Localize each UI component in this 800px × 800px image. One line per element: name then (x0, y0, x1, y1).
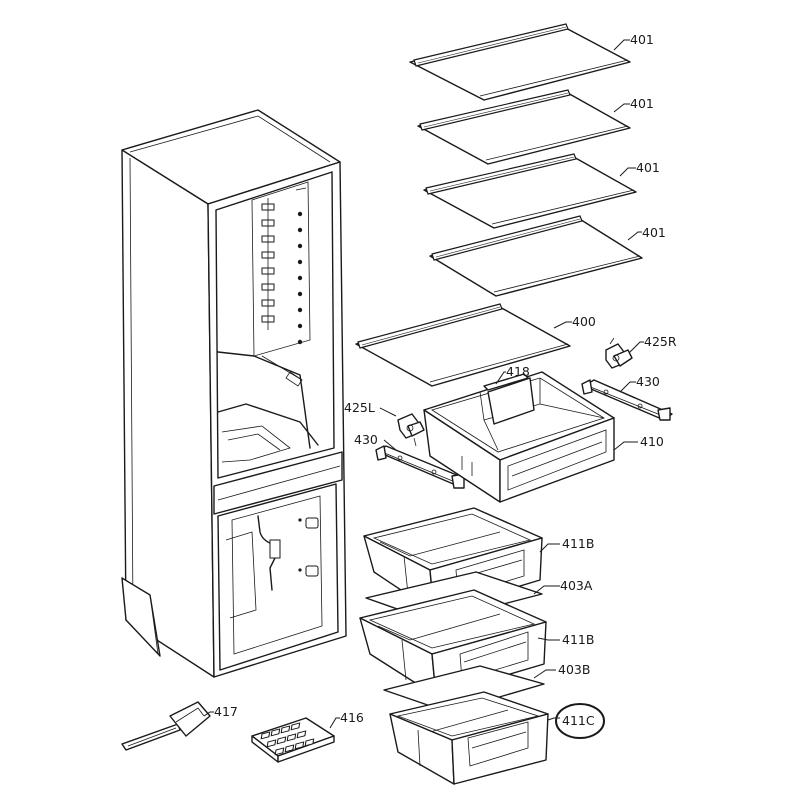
glass-shelf-401c (423, 153, 637, 229)
label-425L: 425L (344, 400, 375, 415)
label-411C: 411C (562, 713, 595, 728)
glass-shelf-401b (417, 89, 631, 165)
label-401a: 401 (630, 32, 654, 47)
crisper-box-410 (423, 371, 615, 503)
highlight-ellipse (555, 703, 605, 739)
shelf-rails (261, 187, 307, 345)
label-430-right: 430 (636, 374, 660, 389)
ice-tray-cells (260, 722, 315, 756)
glass-shelf-400 (355, 303, 571, 387)
label-403B: 403B (558, 662, 590, 677)
glass-shelf-401a (409, 23, 631, 101)
bracket-425R (605, 337, 633, 369)
label-400: 400 (572, 314, 596, 329)
leader-lines (203, 39, 644, 729)
label-401b: 401 (630, 96, 654, 111)
ice-tray-416 (251, 717, 335, 763)
label-411B-lower: 411B (562, 632, 594, 647)
drawer-cover-403B (383, 665, 545, 713)
label-410: 410 (640, 434, 664, 449)
label-417: 417 (214, 704, 238, 719)
label-411B-upper: 411B (562, 536, 594, 551)
label-430-left: 430 (354, 432, 378, 447)
label-403A: 403A (560, 578, 593, 593)
slide-rail-430-right (581, 379, 673, 421)
label-418: 418 (506, 364, 530, 379)
part-labels: 401 401 401 401 400 425R 430 418 425L 43… (214, 32, 677, 728)
bracket-425L (397, 413, 425, 447)
freezer-drawer-411C (389, 691, 549, 785)
label-416: 416 (340, 710, 364, 725)
label-425R: 425R (644, 334, 677, 349)
label-401c: 401 (636, 160, 660, 175)
fridge-cabinet (121, 109, 347, 678)
glass-shelf-401d (429, 215, 643, 297)
label-401d: 401 (642, 225, 666, 240)
ice-scoop-417 (121, 701, 211, 751)
